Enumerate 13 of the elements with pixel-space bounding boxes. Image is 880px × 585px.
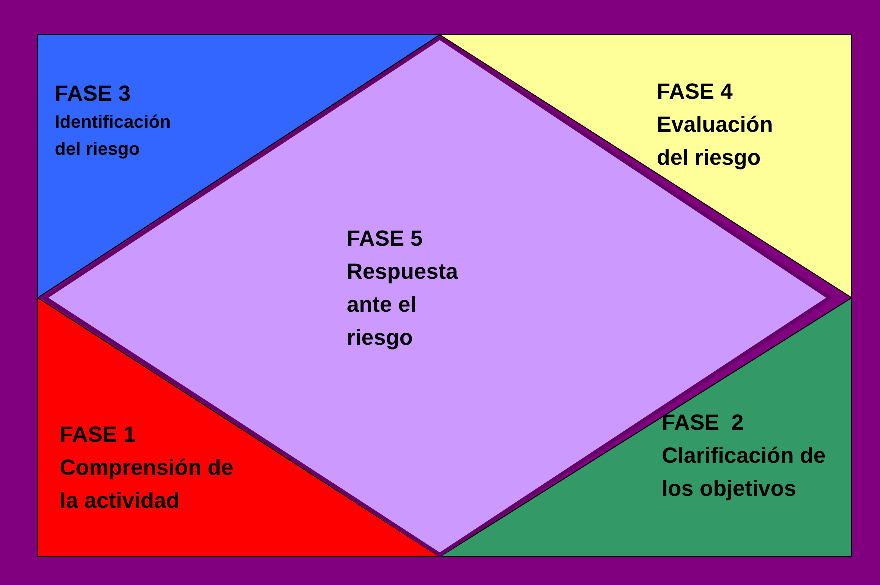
triangle-region — [440, 298, 852, 557]
phase-heading: FASE 3 — [55, 80, 131, 108]
phase-heading: FASE 5 — [347, 225, 423, 253]
triangle-region — [38, 298, 440, 557]
phase-heading: FASE 4 — [657, 78, 733, 106]
phase-description: Identificación del riesgo — [55, 111, 172, 161]
phase-description: Comprensión de la actividad — [60, 454, 235, 515]
phase-description: Respuesta ante el riesgo — [347, 258, 460, 352]
phase-description: Clarificación de los objetivos — [662, 442, 827, 503]
phase-heading: FASE 1 — [60, 421, 136, 449]
phase-description: Evaluación del riesgo — [657, 111, 774, 172]
phase-heading: FASE 2 — [662, 409, 744, 437]
diamond-region — [45, 38, 830, 555]
